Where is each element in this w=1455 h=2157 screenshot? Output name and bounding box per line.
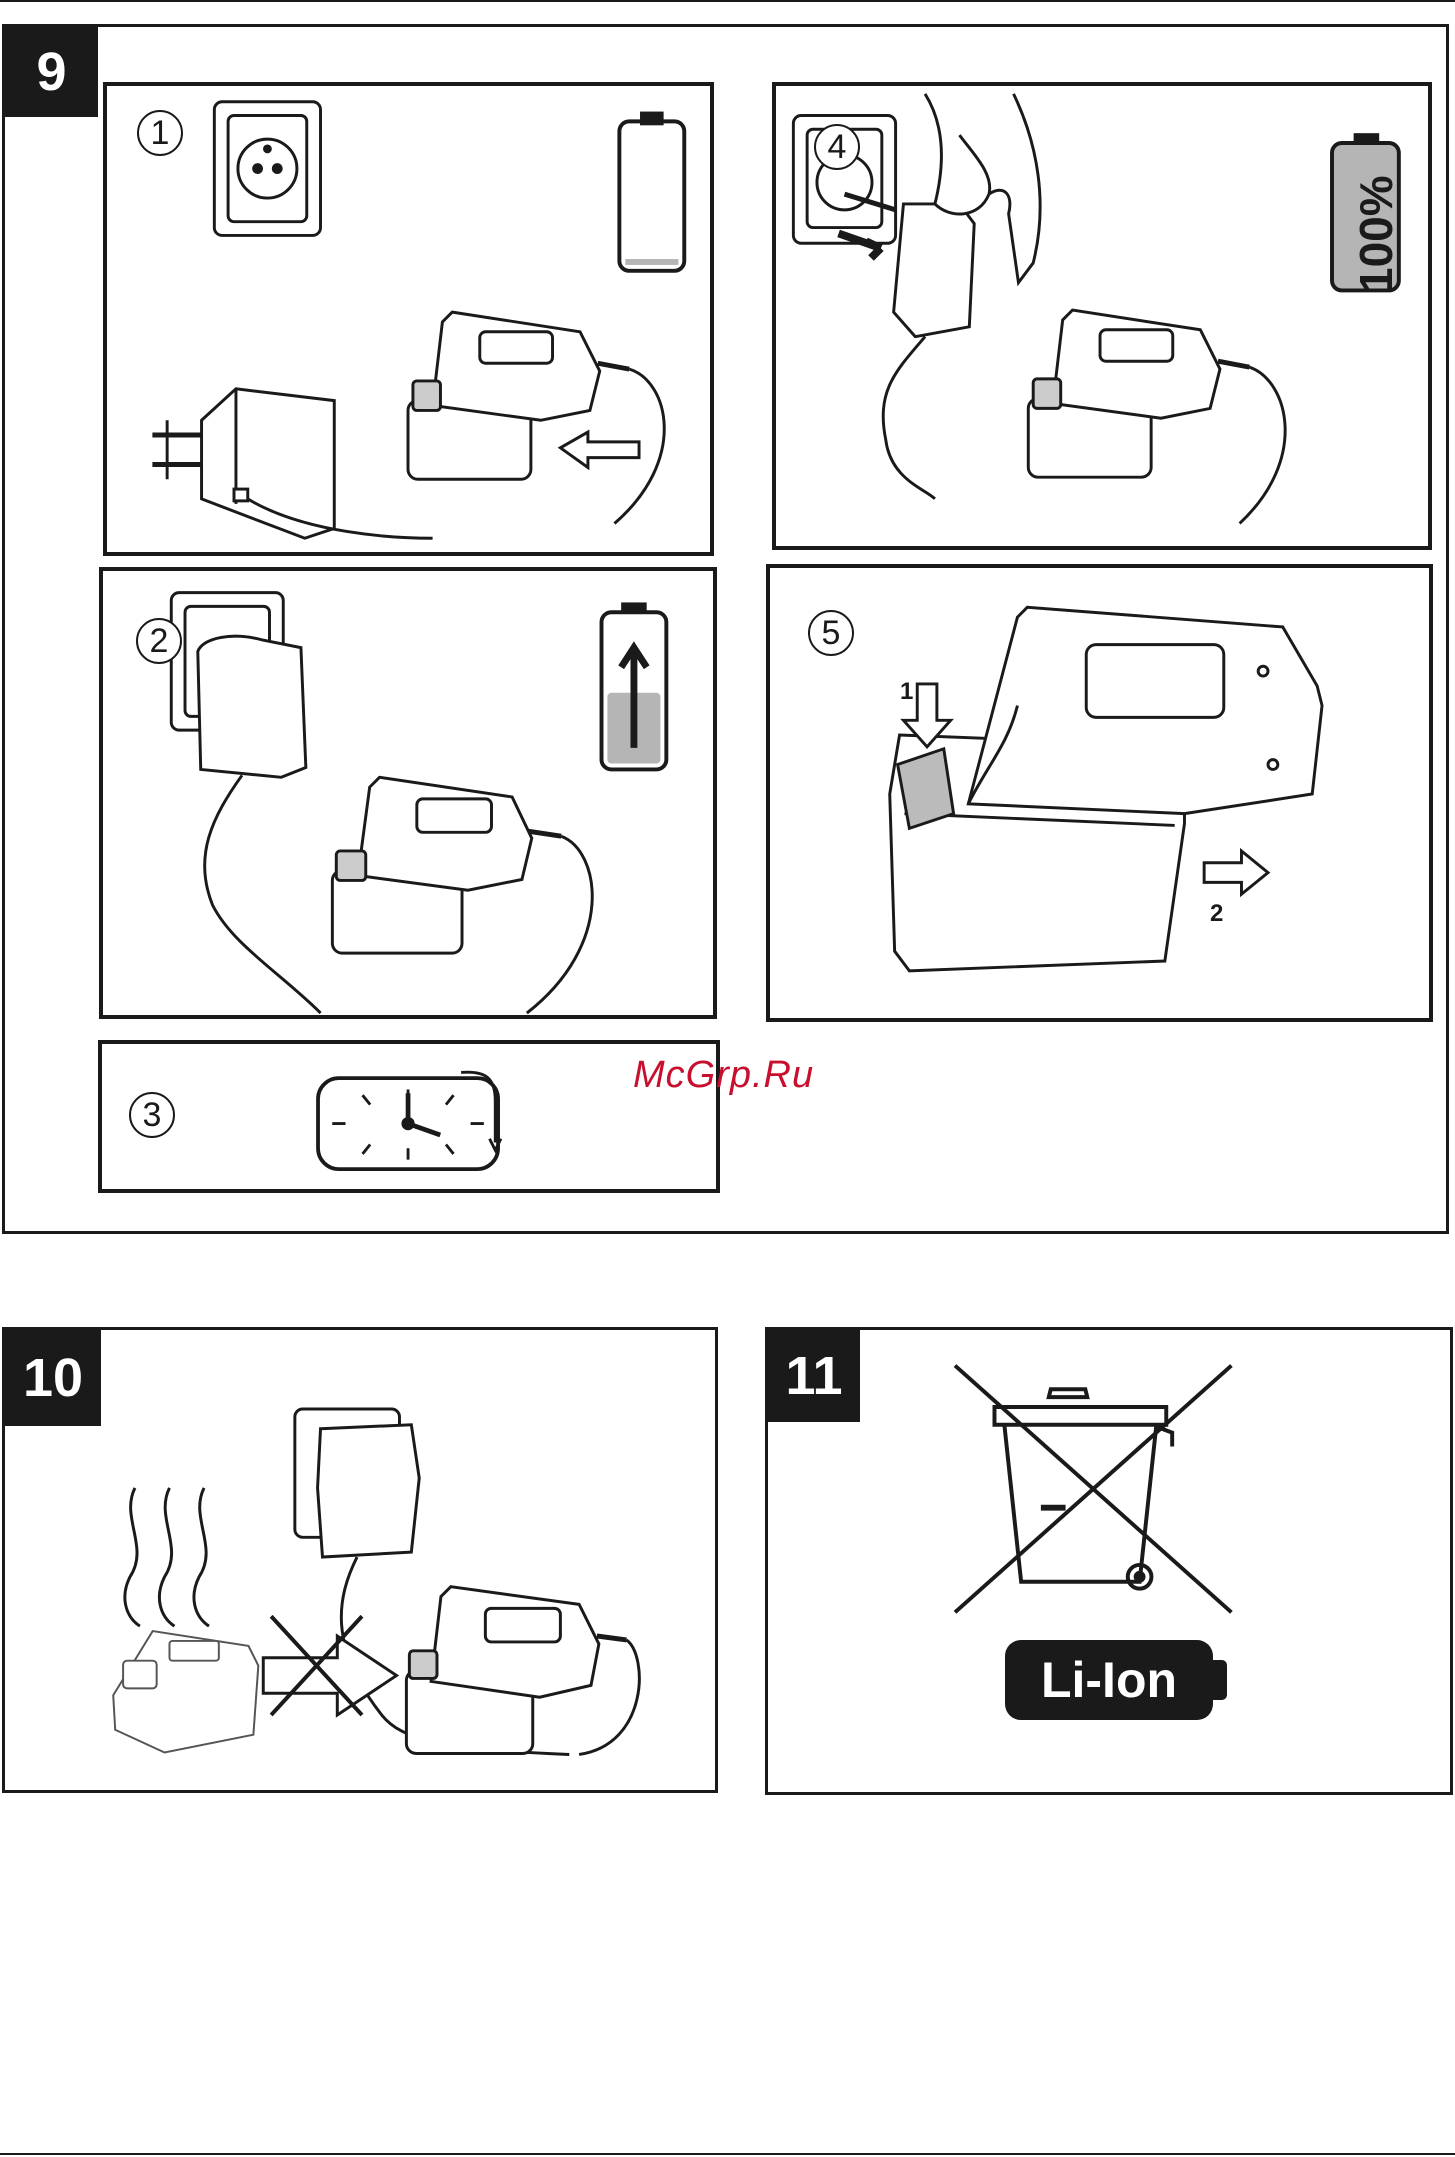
- step-number: 4: [814, 124, 860, 170]
- charging-scene: [103, 571, 713, 1015]
- bottom-rule: [0, 2153, 1455, 2155]
- watermark: McGrp.Ru: [633, 1054, 814, 1097]
- step-number: 5: [808, 610, 854, 656]
- li-ion-battery-tip: [1213, 1660, 1227, 1700]
- plug-adapter-icon: [318, 1425, 420, 1557]
- disposal-scene: [768, 1330, 1450, 1792]
- slide-label: 2: [1210, 900, 1223, 928]
- battery-level-icon: [619, 114, 684, 271]
- insert-arrow-icon: [560, 432, 639, 467]
- li-ion-label: Li-Ion: [1005, 1640, 1213, 1720]
- crossed-arrow-icon: [263, 1616, 396, 1715]
- press-label: 1: [900, 678, 913, 706]
- battery-level-icon: [602, 604, 667, 769]
- unplugged-charger-scene: [107, 86, 710, 552]
- step-2-panel: 2: [99, 567, 717, 1019]
- step-3-panel: 3: [98, 1040, 720, 1193]
- figure-label: 9: [5, 27, 98, 117]
- wall-socket-icon: [214, 102, 320, 236]
- step-5-panel: 5 1 2: [766, 564, 1433, 1022]
- step-number: 2: [136, 618, 182, 664]
- clock-icon: [318, 1072, 501, 1169]
- crossed-bin-icon: [955, 1366, 1231, 1613]
- battery-latch-icon: [898, 749, 954, 829]
- charger-with-battery-icon: [332, 777, 561, 953]
- step-1-panel: 1: [103, 82, 714, 556]
- figure-11: 11: [765, 1327, 1453, 1795]
- figure-10: 10: [2, 1327, 718, 1793]
- battery-full-label: 100%: [1349, 173, 1403, 293]
- slide-out-arrow-icon: [1204, 851, 1268, 894]
- heat-waves-icon: [125, 1488, 209, 1626]
- step-number: 1: [137, 110, 183, 156]
- charger-with-battery-icon: [406, 1587, 626, 1754]
- top-rule: [0, 0, 1455, 2]
- plug-adapter-icon: [198, 636, 306, 777]
- plug-adapter-icon: [152, 389, 334, 538]
- unplugging-charger-scene: [776, 86, 1428, 546]
- no-hot-battery-scene: [5, 1330, 715, 1790]
- plug-adapter-icon: [844, 194, 974, 337]
- battery-removal-scene: [770, 568, 1429, 1018]
- step-number: 3: [129, 1092, 175, 1138]
- step-4-panel: 4 100%: [772, 82, 1432, 550]
- wait-scene: [102, 1044, 716, 1189]
- battery-pack-icon: [968, 607, 1322, 813]
- hot-battery-icon: [113, 1631, 258, 1752]
- charger-with-battery-icon: [1028, 310, 1249, 477]
